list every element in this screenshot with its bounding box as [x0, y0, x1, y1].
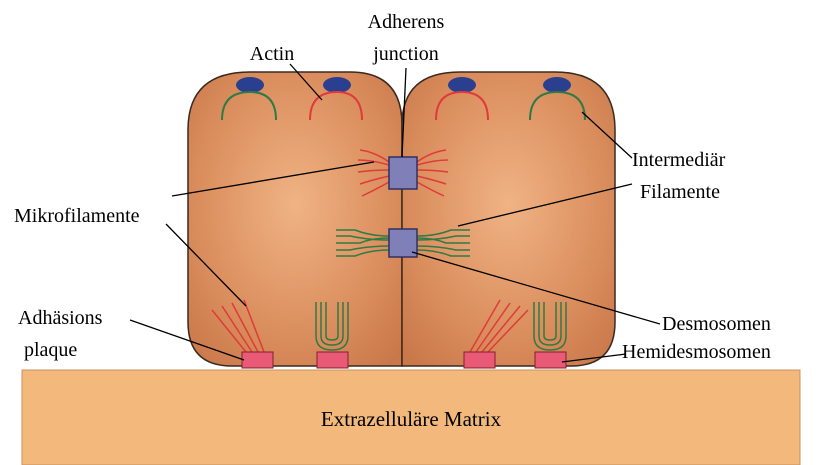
nucleus	[543, 77, 571, 93]
label-intermediaer-1: Intermediär	[632, 149, 726, 171]
nucleus	[448, 77, 476, 93]
label-adherens-2: junction	[372, 43, 439, 65]
label-intermediaer-2: Filamente	[640, 181, 720, 203]
label-adhaesions-1: Adhäsions	[18, 307, 103, 329]
label-adherens-1: Adherens	[368, 11, 445, 33]
adherens-junction-box	[389, 157, 417, 189]
nucleus	[323, 77, 351, 93]
label-hemidesmosomen: Hemidesmosomen	[622, 341, 771, 363]
adhesion-plaque-left	[242, 352, 273, 368]
nucleus	[236, 77, 264, 93]
adhesion-plaque-right	[464, 352, 495, 368]
label-mikrofilamente: Mikrofilamente	[14, 205, 140, 227]
label-adhaesions-2: plaque	[24, 339, 77, 361]
label-actin: Actin	[250, 43, 294, 65]
label-desmosomen: Desmosomen	[662, 313, 771, 335]
extracellular-matrix: Extrazelluläre Matrix	[22, 370, 800, 465]
cell-left	[188, 72, 402, 366]
cell-right	[402, 72, 615, 366]
hemidesmosome-left	[317, 352, 348, 368]
matrix-label: Extrazelluläre Matrix	[321, 407, 502, 431]
hemidesmosome-right	[535, 352, 566, 368]
